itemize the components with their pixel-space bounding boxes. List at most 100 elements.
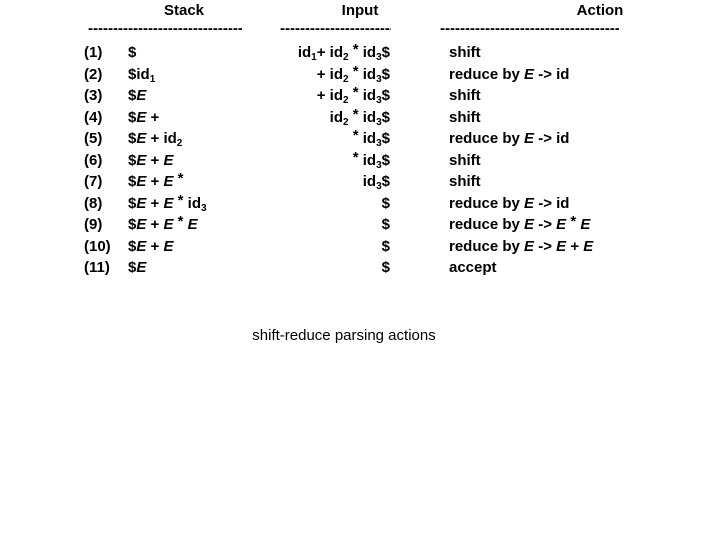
subscript: 3 [376,116,382,128]
subscript: 3 [376,138,382,149]
nonterminal: E [556,237,567,255]
nonterminal: E [524,216,535,233]
text-run: + [146,237,164,255]
text-run: -> [534,216,557,233]
cell-stack: $E + E * E [128,213,198,236]
text-run: reduce by [449,216,525,233]
text-run: id [362,44,377,61]
nonterminal: E [136,216,147,233]
cell-stack: $E + id2 [128,128,182,152]
nonterminal: E [136,259,147,276]
nonterminal: E [163,194,174,212]
text-run: $ [381,194,390,212]
text-run: $id [128,65,150,83]
text-run: id [329,65,343,83]
cell-stack: $E + E * id3 [128,191,207,217]
column-header-action: Action [576,2,624,19]
table-row: (2)$id1+ id2 * id3$reduce by E -> id [0,62,720,88]
text-run: shift [449,151,481,169]
star-operator: * [352,62,359,80]
text-run: $ [381,65,390,83]
subscript: 3 [376,181,382,192]
text-run: $ [381,130,390,147]
nonterminal: E [187,216,198,233]
table-row: (8) $E + E * id3 $ reduce by E -> id [0,191,720,217]
star-operator: * [352,41,359,58]
table-row: (1)$id1+ id2 * id3$shift [0,41,720,66]
table-row: (9)$E + E * E$reduce by E -> E * E [0,213,720,236]
table-row: (5)$E + id2* id3$reduce by E -> id [0,127,720,152]
cell-stack: $E [128,257,146,279]
star-operator: * [177,191,184,209]
column-rule-action: --------------------------------------- [440,21,619,37]
cell-stack: $E + E [128,236,173,258]
subscript: 2 [343,52,349,63]
column-header-stack: Stack [163,2,205,19]
cell-input: + id2 * id3$ [250,84,390,109]
nonterminal: E [136,108,147,126]
subscript: 2 [343,95,349,106]
cell-input: * id3$ [250,127,390,152]
subscript: 3 [376,52,382,63]
nonterminal: E [163,237,174,255]
nonterminal: E [163,151,174,169]
text-run: reduce by [449,65,525,83]
parsing-trace-table: (1)$id1+ id2 * id3$shift(2)$id1+ id2 * i… [0,41,720,279]
table-row: (4)$E +id2 * id3$shift [0,106,720,129]
table-row: (7)$E + E *id3$shift [0,170,720,193]
subscript: 3 [376,159,382,171]
row-number: (8) [84,194,103,212]
row-number: (4) [84,108,103,126]
table-row: (10)$E + E$reduce by E -> E + E [0,236,720,258]
text-run: $ [128,87,137,104]
nonterminal: E [583,237,594,255]
subscript: 2 [343,116,349,128]
row-number: (6) [84,151,103,169]
text-run: $ [381,44,390,61]
cell-action: reduce by E -> E + E [449,236,593,258]
text-run: id [362,108,377,126]
row-number: (2) [84,65,103,83]
text-run: reduce by [449,130,525,147]
text-run: id [297,44,312,61]
text-run: shift [449,108,481,126]
nonterminal: E [556,216,567,233]
cell-input: + id2 * id3$ [250,62,390,88]
nonterminal: E [163,173,174,190]
row-number: (5) [84,130,103,147]
nonterminal: E [163,216,174,233]
text-run: + [146,151,164,169]
text-run: $ [381,216,390,233]
table-row: (3)$E+ id2 * id3$shift [0,84,720,109]
cell-input: id1+ id2 * id3$ [250,41,390,66]
nonterminal: E [136,130,147,147]
nonterminal: E [524,194,535,212]
text-run: -> id [534,194,570,212]
cell-action: reduce by E -> id [449,193,569,215]
star-operator: * [352,127,359,144]
star-operator: * [177,213,184,230]
nonterminal: E [136,237,147,255]
text-run: $ [381,173,390,190]
subscript: 2 [176,138,183,149]
nonterminal: E [580,216,591,233]
star-operator: * [570,213,577,230]
text-run: + id [146,130,177,147]
text-run: shift [449,44,481,61]
text-run: $ [381,151,390,169]
cell-action: shift [449,171,481,193]
text-run: id [362,151,377,169]
cell-stack: $E + E * [128,170,184,193]
cell-action: shift [449,107,481,129]
text-run: id [329,44,343,61]
star-operator: * [352,84,359,101]
nonterminal: E [524,237,535,255]
cell-input: $ [250,193,390,215]
subscript: 1 [311,52,317,63]
cell-input: $ [250,257,390,279]
column-header-input: Input [341,2,379,19]
figure-caption: shift-reduce parsing actions [252,327,436,344]
cell-action: shift [449,85,481,107]
subscript: 1 [149,73,156,85]
